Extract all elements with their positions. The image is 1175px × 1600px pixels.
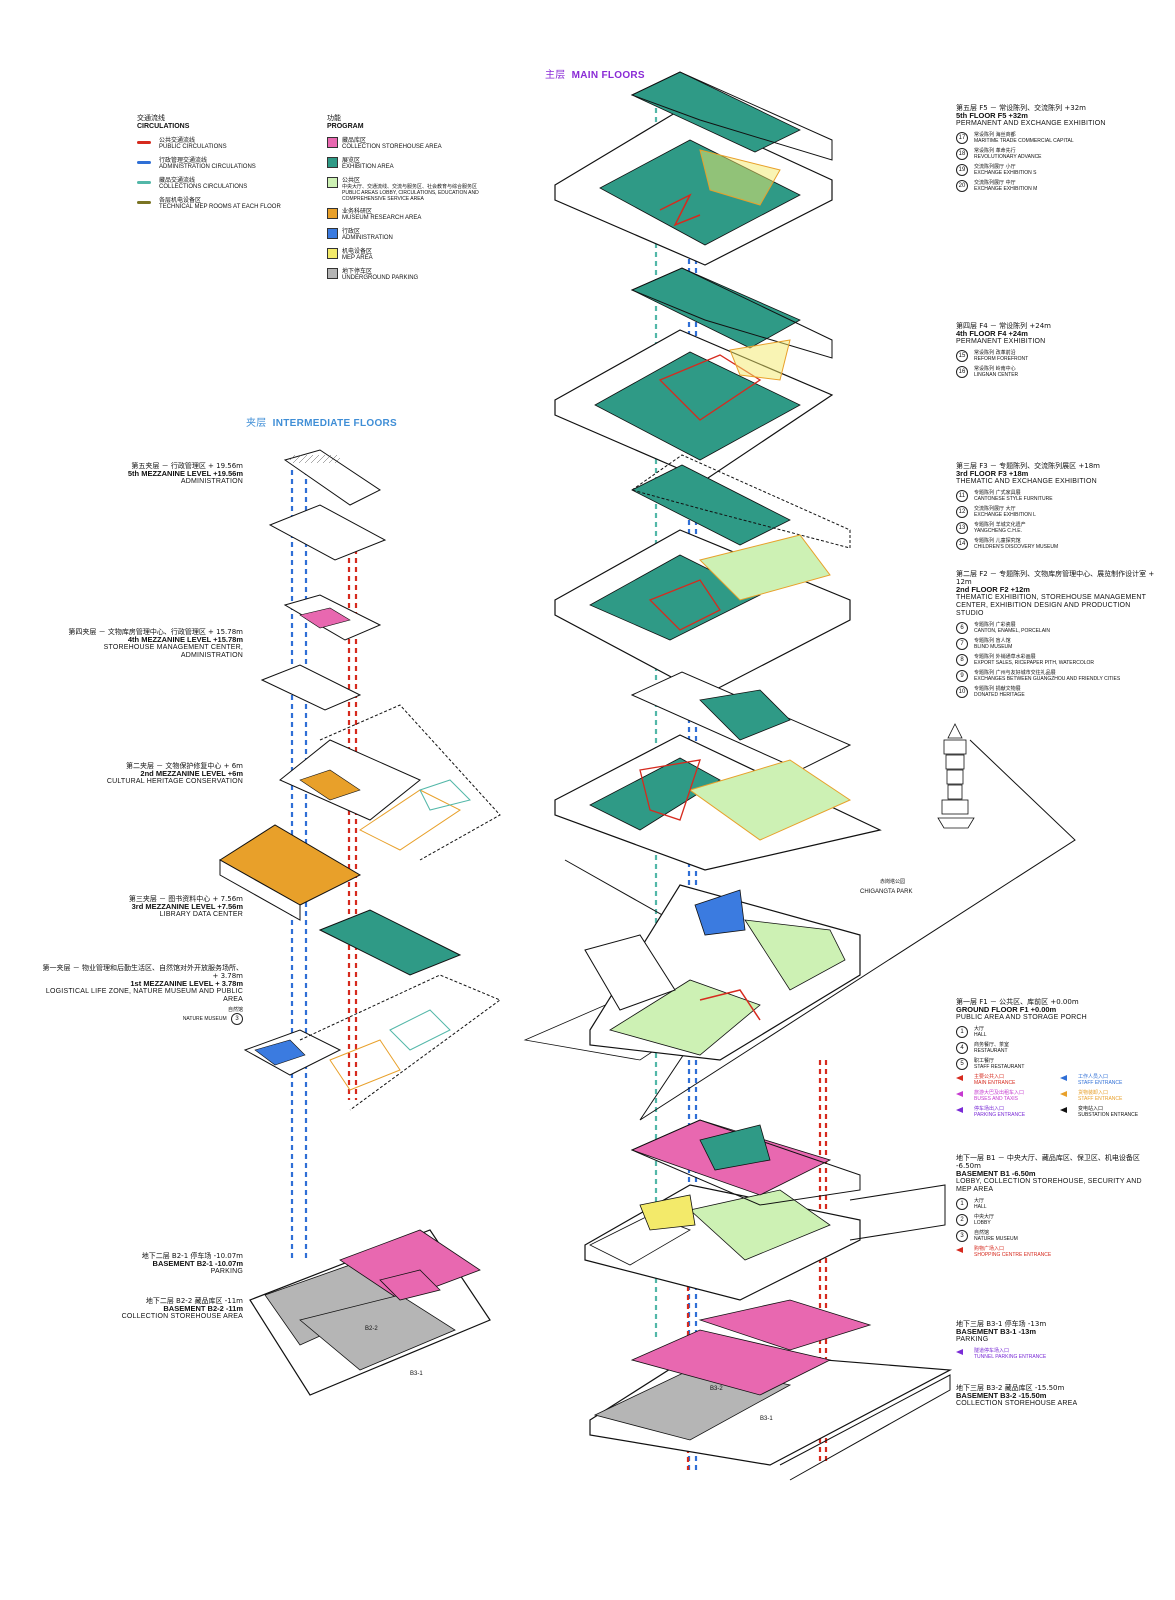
label-f1: 第一层 F1 － 公共区、库前区 +0.00m GROUND FLOOR F1 … xyxy=(956,998,1156,1118)
label-b32: 地下三层 B3-2 藏品库区 -15.50m BASEMENT B3-2 -15… xyxy=(956,1384,1078,1407)
mezz-1 xyxy=(243,909,502,1111)
label-f4: 第四层 F4 － 常设陈列 +24m 4th FLOOR F4 +24m PER… xyxy=(956,322,1156,378)
tag-b31-left: B3-1 xyxy=(410,1371,423,1377)
main-floors-title: 主层 MAIN FLOORS xyxy=(545,66,645,81)
legend-circ-title-en: CIRCULATIONS xyxy=(137,123,190,130)
label-mezz-4: 第四夹层 － 文物库房管理中心、行政管理区 + 15.78m 4th MEZZA… xyxy=(68,628,243,659)
mezz-5 xyxy=(268,449,387,561)
nature-museum-zh: 自然馆 xyxy=(227,1007,243,1013)
nature-museum-number: 3 xyxy=(231,1013,243,1025)
intermediate-floors-title: 夹层 INTERMEDIATE FLOORS xyxy=(246,414,397,429)
legend-circ-title-zh: 交通流线 xyxy=(137,114,165,122)
label-f3: 第三层 F3 － 专题陈列、交流陈列展区 +18m 3rd FLOOR F3 +… xyxy=(956,462,1156,550)
floor-f3 xyxy=(554,454,851,696)
pagoda xyxy=(937,723,975,829)
legend-prog-title-zh: 功能 xyxy=(327,114,341,122)
label-b22: 地下二层 B2-2 藏品库区 -11m BASEMENT B2-2 -11m C… xyxy=(121,1297,243,1320)
tag-b31: B3-1 xyxy=(760,1416,773,1422)
nature-museum-en: NATURE MUSEUM xyxy=(182,1016,227,1022)
floor-f2 xyxy=(554,671,882,871)
mezz-3 xyxy=(219,824,362,921)
legend-prog-public: 公共区中央大厅、交通流线、交流与服务区、社会教育与综合服务区 PUBLIC AR… xyxy=(327,177,487,202)
floor-f4 xyxy=(554,267,834,481)
label-b1: 地下一层 B1 － 中央大厅、藏品库区、保卫区、机电设备区 -6.50m BAS… xyxy=(956,1154,1156,1258)
label-f5: 第五层 F5 － 常设陈列、交流陈列 +32m 5th FLOOR F5 +32… xyxy=(956,104,1156,192)
tag-b22: B2-2 xyxy=(365,1326,378,1332)
floor-b3 xyxy=(589,1299,953,1481)
floor-b2 xyxy=(249,1229,491,1396)
intermediate-floors-title-zh: 夹层 xyxy=(246,418,267,429)
main-floors-title-en: MAIN FLOORS xyxy=(571,70,645,81)
mezz-2 xyxy=(279,704,501,861)
floor-f5 xyxy=(554,71,833,266)
floor-f1 xyxy=(584,884,861,1061)
label-mezz-1: 第一夹层 － 物业管理和后勤生活区、自然馆对外开放服务场所、+ 3.78m 1s… xyxy=(40,964,243,1025)
label-mezz-5: 第五夹层 － 行政管理区 + 19.56m 5th MEZZANINE LEVE… xyxy=(127,462,243,485)
park-label-zh: 赤岗塔公园 xyxy=(880,878,905,885)
label-mezz-3: 第三夹层 － 图书资料中心 + 7.56m 3rd MEZZANINE LEVE… xyxy=(128,895,243,918)
floor-b1 xyxy=(584,1119,946,1301)
label-b21: 地下二层 B2-1 停车场 -10.07m BASEMENT B2-1 -10.… xyxy=(141,1252,243,1275)
legend-prog-title-en: PROGRAM xyxy=(327,123,364,130)
mezz-4 xyxy=(260,594,382,711)
label-b31: 地下三层 B3-1 停车场 -13m BASEMENT B3-1 -13m PA… xyxy=(956,1320,1156,1360)
main-floors-title-zh: 主层 xyxy=(545,70,566,81)
tag-b32: B3-2 xyxy=(710,1386,723,1392)
intermediate-floors-title-en: INTERMEDIATE FLOORS xyxy=(272,418,398,429)
park-label-en: CHIGANGTA PARK xyxy=(860,889,912,895)
label-mezz-2: 第二夹层 － 文物保护修复中心 + 6m 2nd MEZZANINE LEVEL… xyxy=(106,762,243,785)
label-f2: 第二层 F2 － 专题陈列、文物库房管理中心、展览制作设计室 + 12m 2nd… xyxy=(956,570,1156,698)
